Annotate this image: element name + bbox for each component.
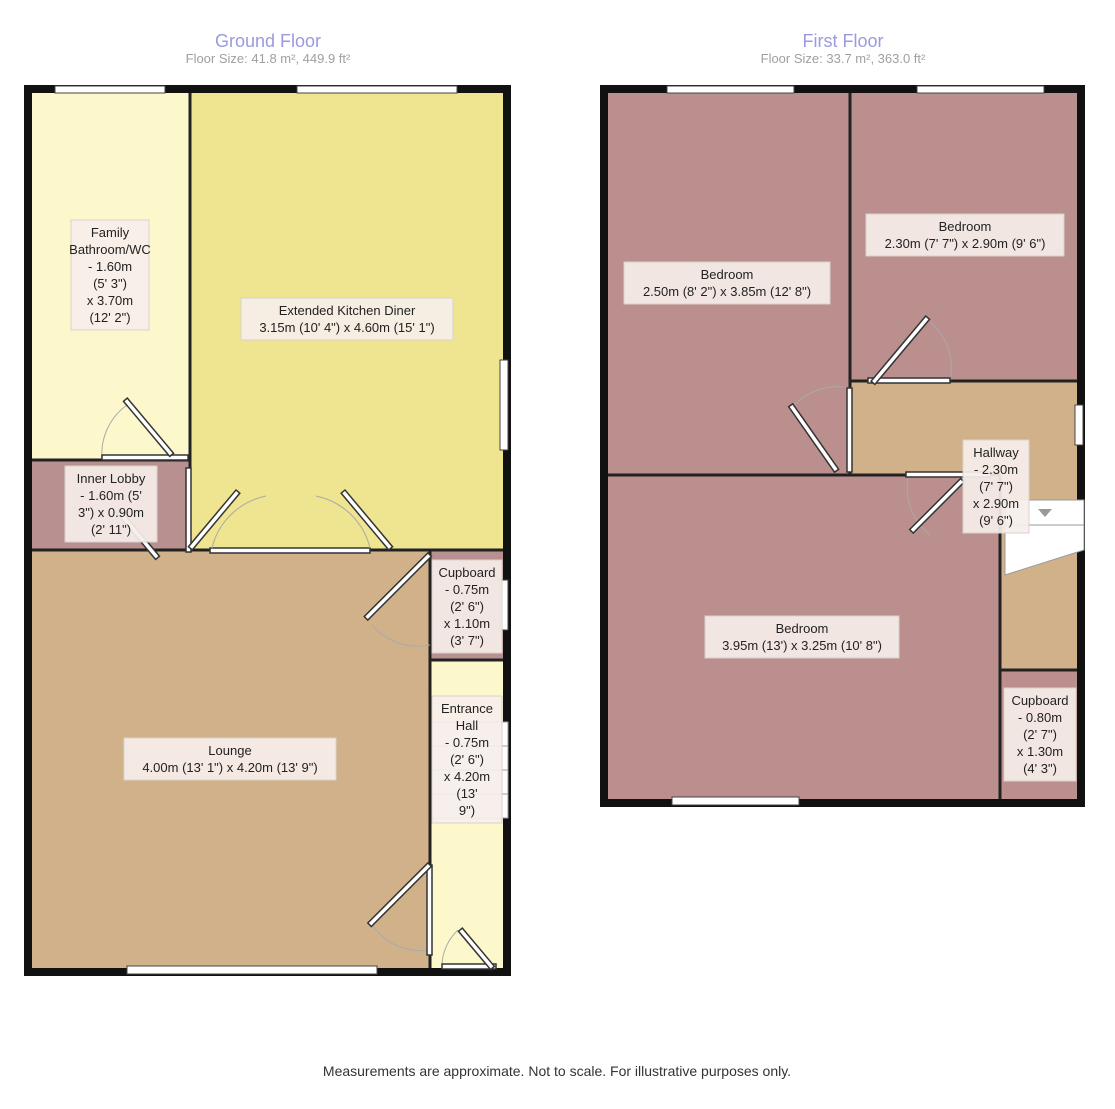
room-label-line: (5' 3") [93, 276, 127, 291]
room-label-cupboard-first: Cupboard - 0.80m (2' 7") x 1.30m (4' 3") [1003, 687, 1077, 782]
room-label-box [962, 439, 1030, 534]
room-label-extended-kitchen-diner: Extended Kitchen Diner 3.15m (10' 4") x 4… [240, 297, 454, 341]
room-label-line: Hall [456, 718, 479, 733]
room-label-box [240, 297, 454, 341]
kitchen-window-side [499, 359, 509, 451]
room-label-line: 2.50m (8' 2") x 3.85m (12' 8") [643, 284, 811, 299]
room-label-line: x 2.90m [973, 496, 1019, 511]
room-label-line: 3.95m (13') x 3.25m (10' 8") [722, 638, 882, 653]
room-label-line: - 2.30m [974, 462, 1018, 477]
room-label-box [70, 219, 150, 331]
ground-floor-title: Ground Floor [215, 31, 321, 51]
room-label-box [431, 559, 503, 654]
room-label-line: 9") [459, 803, 475, 818]
room-label-line: Hallway [973, 445, 1019, 460]
room-label-lounge: Lounge 4.00m (13' 1") x 4.20m (13' 9") [123, 737, 337, 781]
room-label-line: (2' 7") [1023, 727, 1057, 742]
room-label-line: (2' 6") [450, 599, 484, 614]
room-label-line: Extended Kitchen Diner [279, 303, 416, 318]
room-label-line: (12' 2") [89, 310, 130, 325]
room-label-line: x 4.20m [444, 769, 490, 784]
room-label-box [1003, 687, 1077, 782]
room-label-box [623, 261, 831, 305]
room-label-line: - 0.75m [445, 582, 489, 597]
room-label-line: 3") x 0.90m [78, 505, 144, 520]
room-label-line: (2' 6") [450, 752, 484, 767]
room-label-line: x 1.30m [1017, 744, 1063, 759]
lounge-window [126, 965, 378, 975]
room-label-line: 2.30m (7' 7") x 2.90m (9' 6") [885, 236, 1046, 251]
room-label-bedroom-left: Bedroom 2.50m (8' 2") x 3.85m (12' 8") [623, 261, 831, 305]
room-label-line: Bedroom [776, 621, 829, 636]
first-floor-title: First Floor [803, 31, 884, 51]
room-label-line: Lounge [208, 743, 251, 758]
room-label-line: Entrance [441, 701, 493, 716]
room-label-line: x 1.10m [444, 616, 490, 631]
bathroom-door [101, 397, 189, 461]
room-label-line: (4' 3") [1023, 761, 1057, 776]
room-label-box [431, 695, 503, 824]
room-label-line: (3' 7") [450, 633, 484, 648]
room-label-line: 4.00m (13' 1") x 4.20m (13' 9") [142, 760, 317, 775]
room-label-line: Cupboard [438, 565, 495, 580]
lounge-door [366, 861, 433, 956]
room-label-line: Inner Lobby [77, 471, 146, 486]
room-label-line: - 1.60m (5' [80, 488, 142, 503]
room-label-line: Bedroom [701, 267, 754, 282]
bedroom-left-window [666, 85, 795, 94]
stair-direction-icon [1038, 509, 1052, 517]
room-label-hallway: Hallway - 2.30m (7' 7") x 2.90m (9' 6") [962, 439, 1030, 534]
room-label-line: (9' 6") [979, 513, 1013, 528]
room-label-line: - 0.80m [1018, 710, 1062, 725]
room-label-line: Bedroom [939, 219, 992, 234]
ground-floor-size: Floor Size: 41.8 m², 449.9 ft² [186, 51, 351, 66]
room-label-line: (7' 7") [979, 479, 1013, 494]
room-label-box [64, 465, 158, 543]
room-label-line: - 1.60m [88, 259, 132, 274]
room-label-line: Bathroom/WC [69, 242, 151, 257]
room-label-cupboard-ground: Cupboard - 0.75m (2' 6") x 1.10m (3' 7") [431, 559, 503, 654]
first-floor-size: Floor Size: 33.7 m², 363.0 ft² [761, 51, 926, 66]
cupboard-door [363, 551, 433, 647]
bedroom-right-window [916, 85, 1045, 94]
room-label-bedroom-main: Bedroom 3.95m (13') x 3.25m (10' 8") [704, 615, 900, 659]
bedroom-right-door [867, 315, 952, 386]
room-label-box [704, 615, 900, 659]
room-label-inner-lobby: Inner Lobby - 1.60m (5' 3") x 0.90m (2' 11"… [64, 465, 158, 543]
room-label-line: 3.15m (10' 4") x 4.60m (15' 1") [259, 320, 434, 335]
disclaimer-footer: Measurements are approximate. Not to sca… [323, 1063, 791, 1079]
room-label-box [123, 737, 337, 781]
room-label-box [865, 213, 1065, 257]
room-label-bedroom-right: Bedroom 2.30m (7' 7") x 2.90m (9' 6") [865, 213, 1065, 257]
front-door [441, 927, 497, 971]
kitchen-double-doors [187, 488, 394, 554]
room-label-line: Cupboard [1011, 693, 1068, 708]
bedroom-main-window [671, 796, 800, 806]
kitchen-window-top [296, 85, 458, 94]
bedroom-left-door [787, 386, 853, 474]
landing-window [1074, 404, 1084, 446]
room-label-line: Family [91, 225, 130, 240]
room-label-line: - 0.75m [445, 735, 489, 750]
room-label-line: x 3.70m [87, 293, 133, 308]
room-label-line: (13' [456, 786, 477, 801]
bathroom-window [54, 85, 166, 94]
room-label-line: (2' 11") [91, 522, 131, 537]
